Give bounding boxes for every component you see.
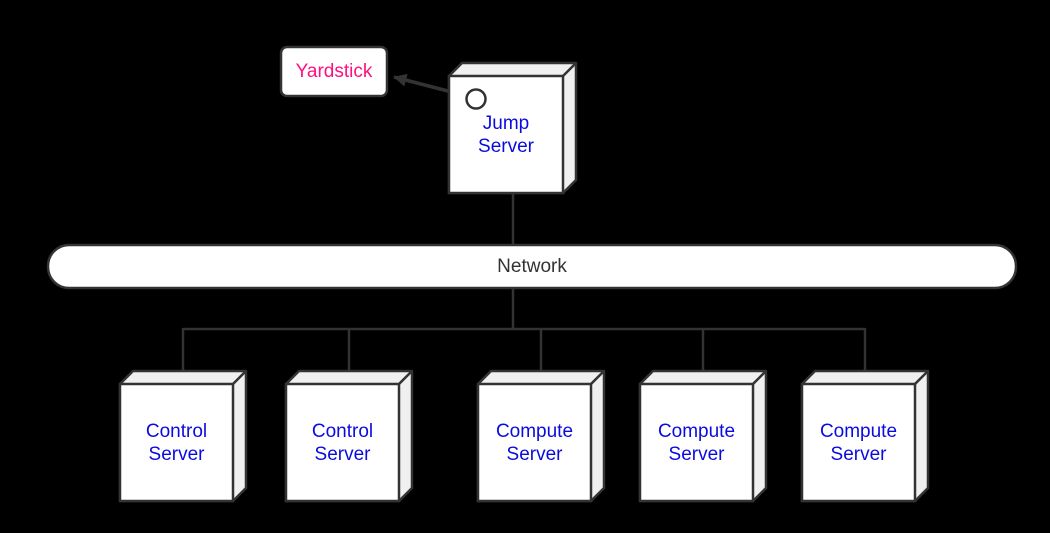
network-bus-shape (46, 243, 1018, 290)
yardstick-node-shape (279, 45, 389, 98)
compute-server-1-label: Compute Server (495, 420, 574, 465)
network-label: Network (497, 256, 567, 277)
connector-circle-icon (465, 88, 487, 110)
control-server-2-shape (284, 369, 414, 503)
compute-server-1-shape (476, 369, 606, 503)
network-links (181, 193, 867, 373)
control-server-2-label: Control Server (311, 420, 374, 465)
control-server-1-shape (118, 369, 248, 503)
compute-server-2-label: Compute Server (657, 420, 736, 465)
compute-server-3-shape (800, 369, 930, 503)
control-server-1-label: Control Server (145, 420, 208, 465)
compute-server-3-label: Compute Server (819, 420, 898, 465)
yardstick-label: Yardstick (295, 61, 373, 82)
compute-server-2-shape (638, 369, 768, 503)
jump-server-label: Jump Server (478, 112, 534, 157)
